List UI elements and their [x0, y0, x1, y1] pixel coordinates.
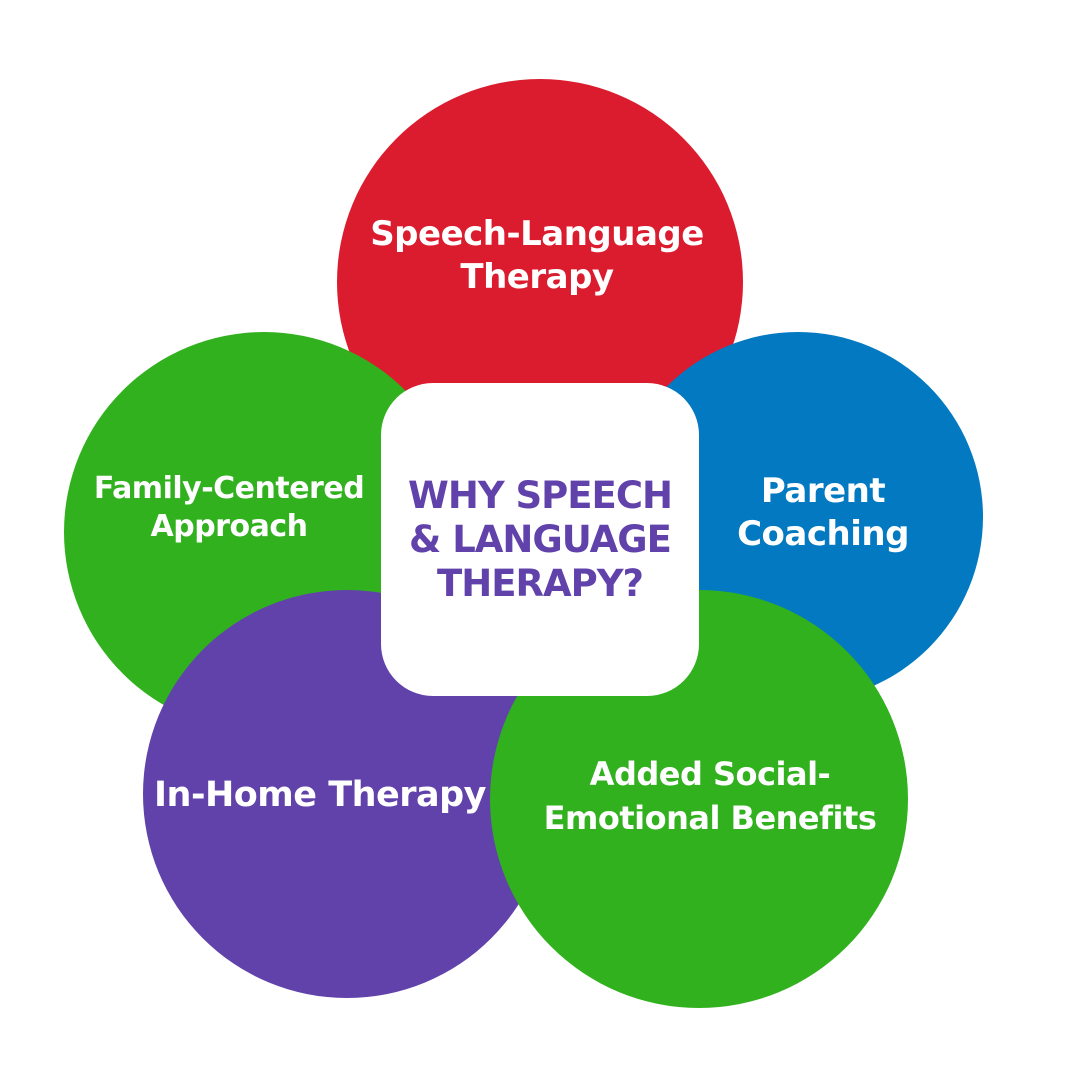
label-line: Approach: [150, 509, 308, 544]
label-line: Therapy: [460, 257, 614, 297]
center-title-line: THERAPY?: [437, 561, 644, 605]
label-line: Parent: [760, 471, 886, 511]
center-title-line: & LANGUAGE: [409, 517, 672, 561]
label-in-home-therapy: In-Home Therapy: [154, 775, 486, 815]
center-title-line: WHY SPEECH: [408, 473, 673, 517]
label-speech-language-therapy: Speech-Language Therapy: [370, 213, 704, 299]
label-family-centered-approach: Family-Centered Approach: [93, 470, 365, 546]
label-line: In-Home Therapy: [154, 775, 486, 815]
label-line: Speech-Language: [370, 214, 704, 254]
label-social-emotional-benefits: Added Social- Emotional Benefits: [544, 752, 877, 840]
center-title-box: WHY SPEECH & LANGUAGE THERAPY?: [381, 383, 699, 696]
label-line: Coaching: [737, 514, 909, 554]
label-line: Emotional Benefits: [543, 799, 877, 837]
label-line: Added Social-: [589, 755, 831, 793]
label-parent-coaching: Parent Coaching: [737, 470, 909, 556]
label-line: Family-Centered: [93, 471, 365, 506]
